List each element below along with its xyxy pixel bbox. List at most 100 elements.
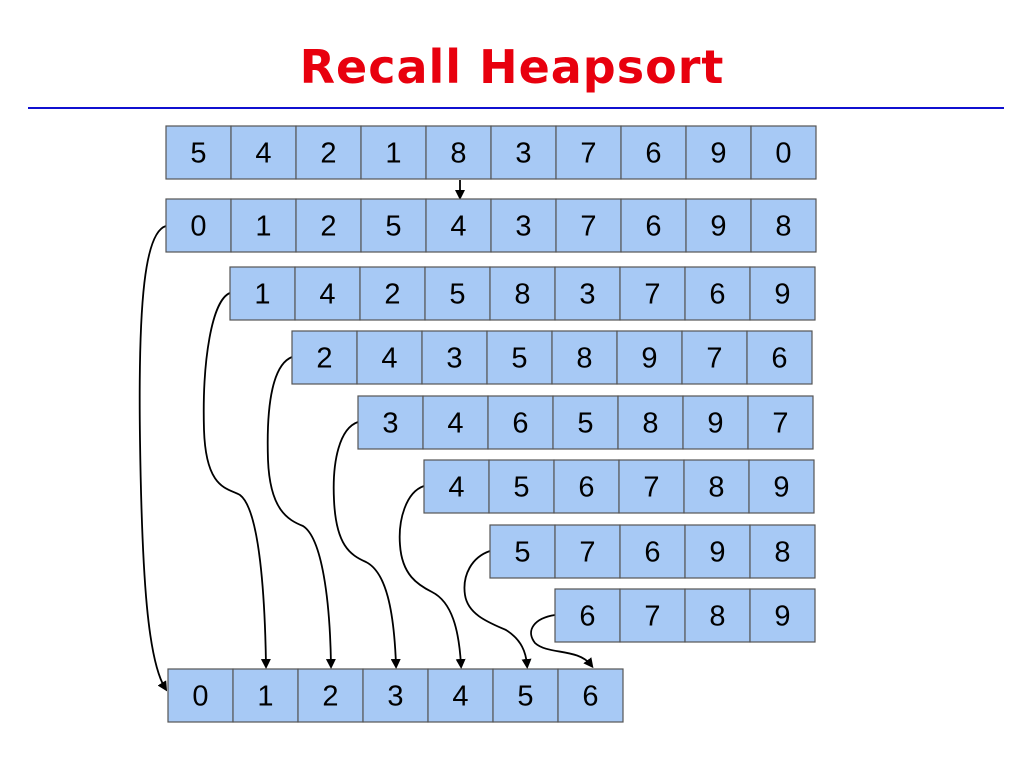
array-cell-row3: 9 — [749, 266, 816, 321]
array-cell-row1: 5 — [165, 125, 232, 180]
svg-text:6: 6 — [771, 343, 787, 375]
array-cell-row3: 2 — [359, 266, 426, 321]
svg-text:8: 8 — [709, 601, 725, 633]
array-cell-row2: 9 — [685, 198, 752, 253]
svg-text:2: 2 — [384, 279, 400, 311]
svg-text:8: 8 — [642, 408, 658, 440]
array-cell-row4: 7 — [681, 330, 748, 385]
svg-text:8: 8 — [450, 138, 466, 170]
output-cell: 1 — [232, 668, 299, 723]
svg-text:7: 7 — [772, 408, 788, 440]
array-cell-row2: 2 — [295, 198, 362, 253]
svg-text:6: 6 — [582, 681, 598, 713]
array-cell-row3: 4 — [294, 266, 361, 321]
array-cell-row3: 1 — [229, 266, 296, 321]
array-cell-row8: 6 — [554, 588, 621, 643]
array-cell-row1: 3 — [490, 125, 557, 180]
svg-text:6: 6 — [645, 211, 661, 243]
svg-text:4: 4 — [381, 343, 397, 375]
array-cell-row2: 5 — [360, 198, 427, 253]
output-cell: 5 — [492, 668, 559, 723]
svg-text:2: 2 — [320, 138, 336, 170]
array-cell-row6: 8 — [683, 459, 750, 514]
array-cell-row7: 9 — [684, 524, 751, 579]
output-arrow-4 — [332, 421, 401, 669]
svg-text:4: 4 — [255, 138, 271, 170]
output-arrow-5 — [398, 485, 466, 669]
slide-title: Recall Heapsort — [299, 40, 725, 94]
array-cell-row4: 5 — [486, 330, 553, 385]
svg-text:9: 9 — [709, 537, 725, 569]
array-cell-row1: 6 — [620, 125, 687, 180]
svg-text:5: 5 — [514, 537, 530, 569]
svg-text:9: 9 — [773, 472, 789, 504]
array-cell-row3: 7 — [619, 266, 686, 321]
svg-text:8: 8 — [576, 343, 592, 375]
svg-text:5: 5 — [511, 343, 527, 375]
svg-text:7: 7 — [644, 279, 660, 311]
array-cell-row6: 9 — [748, 459, 815, 514]
array-cell-row3: 6 — [684, 266, 751, 321]
array-cell-row7: 5 — [489, 524, 556, 579]
array-cell-row5: 5 — [552, 395, 619, 450]
array-cell-row3: 3 — [554, 266, 621, 321]
array-cell-row1: 7 — [555, 125, 622, 180]
array-cell-row2: 8 — [750, 198, 817, 253]
svg-text:5: 5 — [190, 138, 206, 170]
output-arrow-2 — [202, 292, 271, 669]
svg-text:9: 9 — [774, 601, 790, 633]
svg-text:9: 9 — [641, 343, 657, 375]
svg-text:6: 6 — [578, 472, 594, 504]
array-cell-row4: 2 — [291, 330, 358, 385]
array-cell-row3: 5 — [424, 266, 491, 321]
svg-text:7: 7 — [580, 138, 596, 170]
array-cell-row7: 6 — [619, 524, 686, 579]
array-cell-row4: 4 — [356, 330, 423, 385]
output-cell: 4 — [427, 668, 494, 723]
array-cell-row1: 1 — [360, 125, 427, 180]
array-cell-row2: 4 — [425, 198, 492, 253]
svg-text:8: 8 — [774, 537, 790, 569]
svg-text:8: 8 — [514, 279, 530, 311]
output-arrow-6 — [463, 550, 532, 669]
svg-text:7: 7 — [706, 343, 722, 375]
svg-text:6: 6 — [512, 408, 528, 440]
output-cell: 6 — [557, 668, 624, 723]
svg-text:9: 9 — [707, 408, 723, 440]
svg-text:2: 2 — [320, 211, 336, 243]
array-cell-row7: 8 — [749, 524, 816, 579]
svg-text:3: 3 — [515, 138, 531, 170]
output-cell: 2 — [297, 668, 364, 723]
array-cell-row1: 2 — [295, 125, 362, 180]
svg-text:3: 3 — [579, 279, 595, 311]
svg-text:5: 5 — [449, 279, 465, 311]
array-cell-row7: 7 — [554, 524, 621, 579]
svg-text:7: 7 — [579, 537, 595, 569]
array-cell-row3: 8 — [489, 266, 556, 321]
arrows-layer — [138, 180, 594, 692]
output-arrow-7 — [530, 614, 594, 669]
svg-text:0: 0 — [190, 211, 206, 243]
svg-text:6: 6 — [644, 537, 660, 569]
array-cell-row2: 3 — [490, 198, 557, 253]
array-cell-row1: 0 — [750, 125, 817, 180]
svg-text:2: 2 — [316, 343, 332, 375]
array-cell-row5: 4 — [422, 395, 489, 450]
array-cell-row4: 9 — [616, 330, 683, 385]
array-cell-row2: 7 — [555, 198, 622, 253]
output-arrow-3 — [266, 356, 336, 669]
array-cell-row2: 6 — [620, 198, 687, 253]
array-cell-row8: 9 — [749, 588, 816, 643]
array-cell-row6: 5 — [488, 459, 555, 514]
array-cell-row4: 3 — [421, 330, 488, 385]
svg-text:4: 4 — [450, 211, 466, 243]
svg-text:4: 4 — [319, 279, 335, 311]
output-cell: 0 — [167, 668, 234, 723]
svg-text:1: 1 — [385, 138, 401, 170]
svg-text:4: 4 — [452, 681, 468, 713]
svg-text:0: 0 — [192, 681, 208, 713]
array-cell-row6: 7 — [618, 459, 685, 514]
svg-text:7: 7 — [580, 211, 596, 243]
array-cell-row5: 8 — [617, 395, 684, 450]
svg-text:6: 6 — [709, 279, 725, 311]
